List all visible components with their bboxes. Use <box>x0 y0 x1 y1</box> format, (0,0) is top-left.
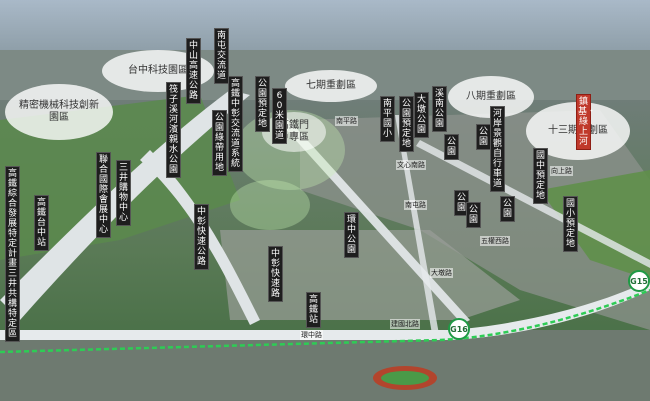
label-exhibition-center: 聯合國際會展中心 <box>96 152 111 238</box>
label-60m-boulevard: 60米園道 <box>272 88 287 144</box>
highway-curve <box>140 150 260 325</box>
label-zhongzhang-expressway: 中彰快速公路 <box>194 204 209 270</box>
road-label-dadun: 大墩路 <box>430 268 453 278</box>
label-park-reserve: 公園預定地 <box>255 76 270 132</box>
label-riverside-bike-path: 河岸景觀自行車道 <box>490 106 505 192</box>
stadium-field <box>381 371 429 385</box>
label-qingxi-park: 溪南公園 <box>432 86 447 132</box>
banner-project: 鎮基・綠上河 <box>576 94 596 150</box>
zone-phase7: 七期重劃區 <box>285 70 377 102</box>
label-park-green-belt: 公園綠帶用地 <box>212 110 227 176</box>
label-elementary-reserve: 國小預定地 <box>563 196 578 252</box>
road-label-jianguo-north: 建國北路 <box>390 319 420 329</box>
label-zhongzhang-interchange: 高鐵中彰交流道系統 <box>228 76 243 172</box>
road-label-nanping: 南平路 <box>335 116 358 126</box>
label-huanzhong-park: 環中公園 <box>344 212 359 258</box>
label-park-a: 公園 <box>444 134 459 160</box>
road-label-xiangshang: 向上路 <box>550 166 573 176</box>
road-label-wenxin: 文心南路 <box>396 160 426 170</box>
label-park-e: 公園 <box>500 196 515 222</box>
ring-road <box>0 280 650 340</box>
road-label-huanzhong: 環中路 <box>300 330 323 340</box>
label-hsr-taichung-station: 高鐵台中站 <box>34 195 49 251</box>
diagonal-road-2 <box>416 140 650 268</box>
label-nantun-interchange: 南屯交流道 <box>214 28 229 84</box>
highway-badge-g15: G15 <box>628 270 650 292</box>
label-hsr-special-plan: 高鐵綜合發展特定計畫三井共構特定區 <box>5 166 20 342</box>
label-mitsui-mall: 三井購物中心 <box>116 160 131 226</box>
label-dadun-park: 大墩公園 <box>414 92 429 138</box>
highway-badge-g16: G16 <box>448 318 470 340</box>
label-park-b: 公園 <box>476 124 491 150</box>
label-junior-high-reserve: 國中預定地 <box>533 148 548 204</box>
label-zhongshan-highway: 中山高速公路 <box>186 38 201 104</box>
green-overlay-2 <box>230 180 310 230</box>
label-zhongzhang-fast-road: 中彰快速路 <box>268 246 283 302</box>
diagonal-road <box>272 110 470 324</box>
label-park-d: 公園 <box>466 202 481 228</box>
label-hsr-station-small: 高鐵站 <box>306 292 321 328</box>
vertical-road <box>395 115 440 340</box>
label-creek-park: 筏子溪河濱親水公園 <box>166 82 181 178</box>
label-nanping-elementary: 南平國小 <box>380 96 395 142</box>
road-label-nantun: 南屯路 <box>404 200 427 210</box>
label-park-reserve-2: 公園預定地 <box>399 96 414 152</box>
southern-area <box>0 330 650 401</box>
road-label-wuquan-west: 五權西路 <box>480 236 510 246</box>
zone-precision-park: 精密機械科技創新園區 <box>5 84 113 140</box>
